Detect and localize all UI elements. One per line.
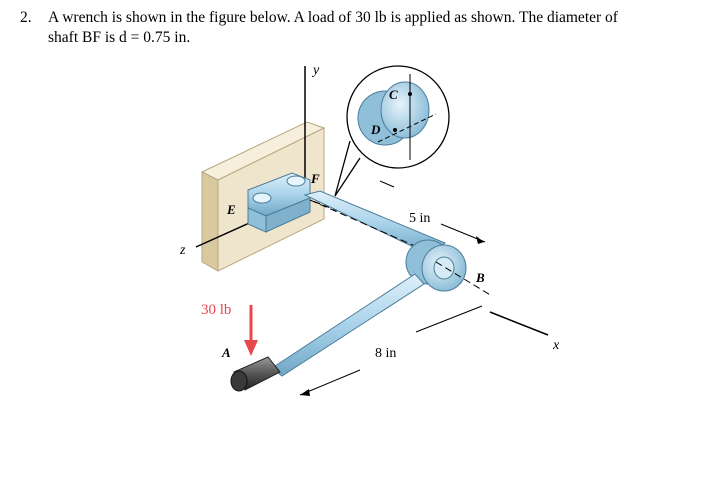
axis-y-label: y [311,63,320,78]
handle-arm [271,273,425,377]
problem-text-line-2: shaft BF is d = 0.75 in. [48,29,191,46]
dimension-5-label: 5 in [409,211,430,226]
point-b-label: B [475,270,485,285]
load-arrow [244,305,258,356]
axis-x-label: x [552,338,560,353]
grip-a [230,356,281,392]
socket-e [247,172,311,233]
load-label: 30 lb [201,302,231,318]
point-a-label: A [221,345,231,360]
hub-b [405,239,493,297]
problem-text-line-1: A wrench is shown in the figure below. A… [48,9,618,26]
dimension-8-label: 8 in [375,346,396,361]
shaft-bf [303,190,446,258]
inset-detail [334,65,450,197]
dimension-lines [299,180,486,396]
point-d-label: D [370,122,381,137]
point-e-label: E [226,202,236,217]
point-c-label: C [389,87,398,102]
point-f-label: F [310,171,320,186]
problem-number: 2. [20,9,32,26]
axis-z-label: z [179,243,186,258]
